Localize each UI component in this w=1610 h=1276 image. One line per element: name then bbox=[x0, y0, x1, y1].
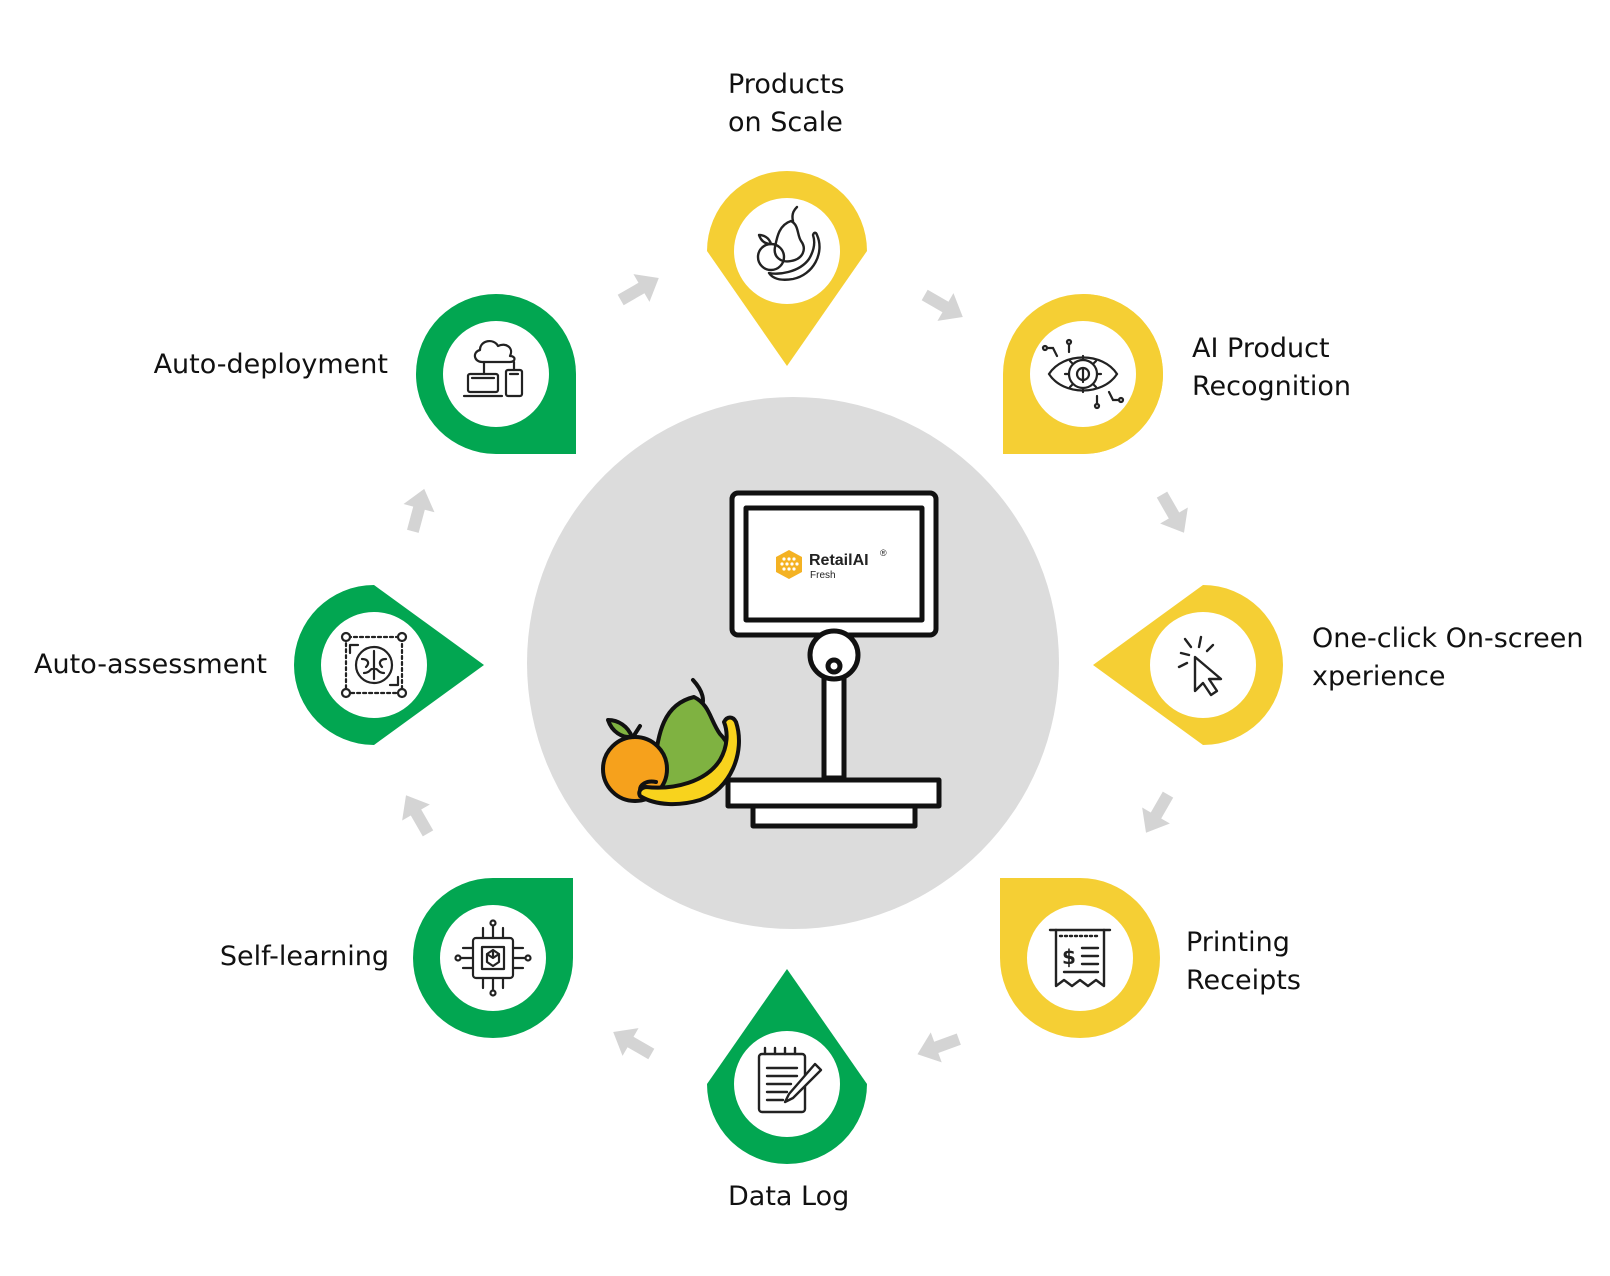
cloud-devices-icon bbox=[462, 340, 524, 398]
node-printing-receipts: $ bbox=[1000, 878, 1160, 1038]
chip-icon bbox=[454, 919, 532, 997]
label-data-log: Data Log bbox=[728, 1181, 850, 1212]
node-auto-deployment bbox=[416, 294, 576, 454]
arrow-icon bbox=[1156, 491, 1188, 533]
arrow-icon bbox=[917, 1032, 961, 1063]
label-printing-receipts: Printing Receipts bbox=[1186, 927, 1301, 996]
brand-name: RetailAI bbox=[809, 552, 869, 569]
brain-icon bbox=[340, 631, 408, 699]
label-self-learning: Self-learning bbox=[219, 941, 389, 972]
retailai-logo: RetailAI ® Fresh bbox=[776, 548, 887, 581]
node-self-learning bbox=[413, 878, 573, 1038]
brand-subtitle: Fresh bbox=[810, 570, 836, 581]
arrow-icon bbox=[921, 289, 963, 321]
arrow-icon bbox=[403, 488, 435, 533]
node-auto-assessment bbox=[294, 585, 484, 745]
label-ai-product-recognition: AI Product Recognition bbox=[1192, 333, 1351, 402]
scale-icon bbox=[725, 490, 942, 829]
cursor-click-icon bbox=[1177, 635, 1223, 697]
arrow-icon bbox=[1142, 791, 1174, 833]
node-data-log bbox=[707, 969, 867, 1164]
receipt-icon: $ bbox=[1048, 928, 1112, 988]
flow-arrows bbox=[402, 274, 1188, 1063]
arrow-icon bbox=[617, 274, 659, 306]
fruit-outline-icon bbox=[756, 205, 821, 281]
label-auto-deployment: Auto-deployment bbox=[153, 349, 388, 380]
node-one-click bbox=[1093, 585, 1283, 745]
label-one-click: One-click On-screen xperience bbox=[1312, 623, 1584, 692]
center-circle bbox=[527, 397, 1059, 929]
svg-text:$: $ bbox=[1062, 945, 1076, 969]
label-auto-assessment: Auto-assessment bbox=[34, 649, 267, 680]
node-products-on-scale bbox=[707, 171, 867, 366]
label-products-on-scale: Products on Scale bbox=[728, 69, 845, 138]
node-ai-product-recognition bbox=[1003, 294, 1163, 454]
fruit-icon bbox=[601, 678, 741, 807]
notepad-pen-icon bbox=[757, 1046, 823, 1114]
eye-gear-icon bbox=[1041, 338, 1125, 410]
arrow-icon bbox=[613, 1028, 655, 1060]
brand-mark: ® bbox=[880, 548, 887, 558]
arrow-icon bbox=[402, 795, 434, 837]
